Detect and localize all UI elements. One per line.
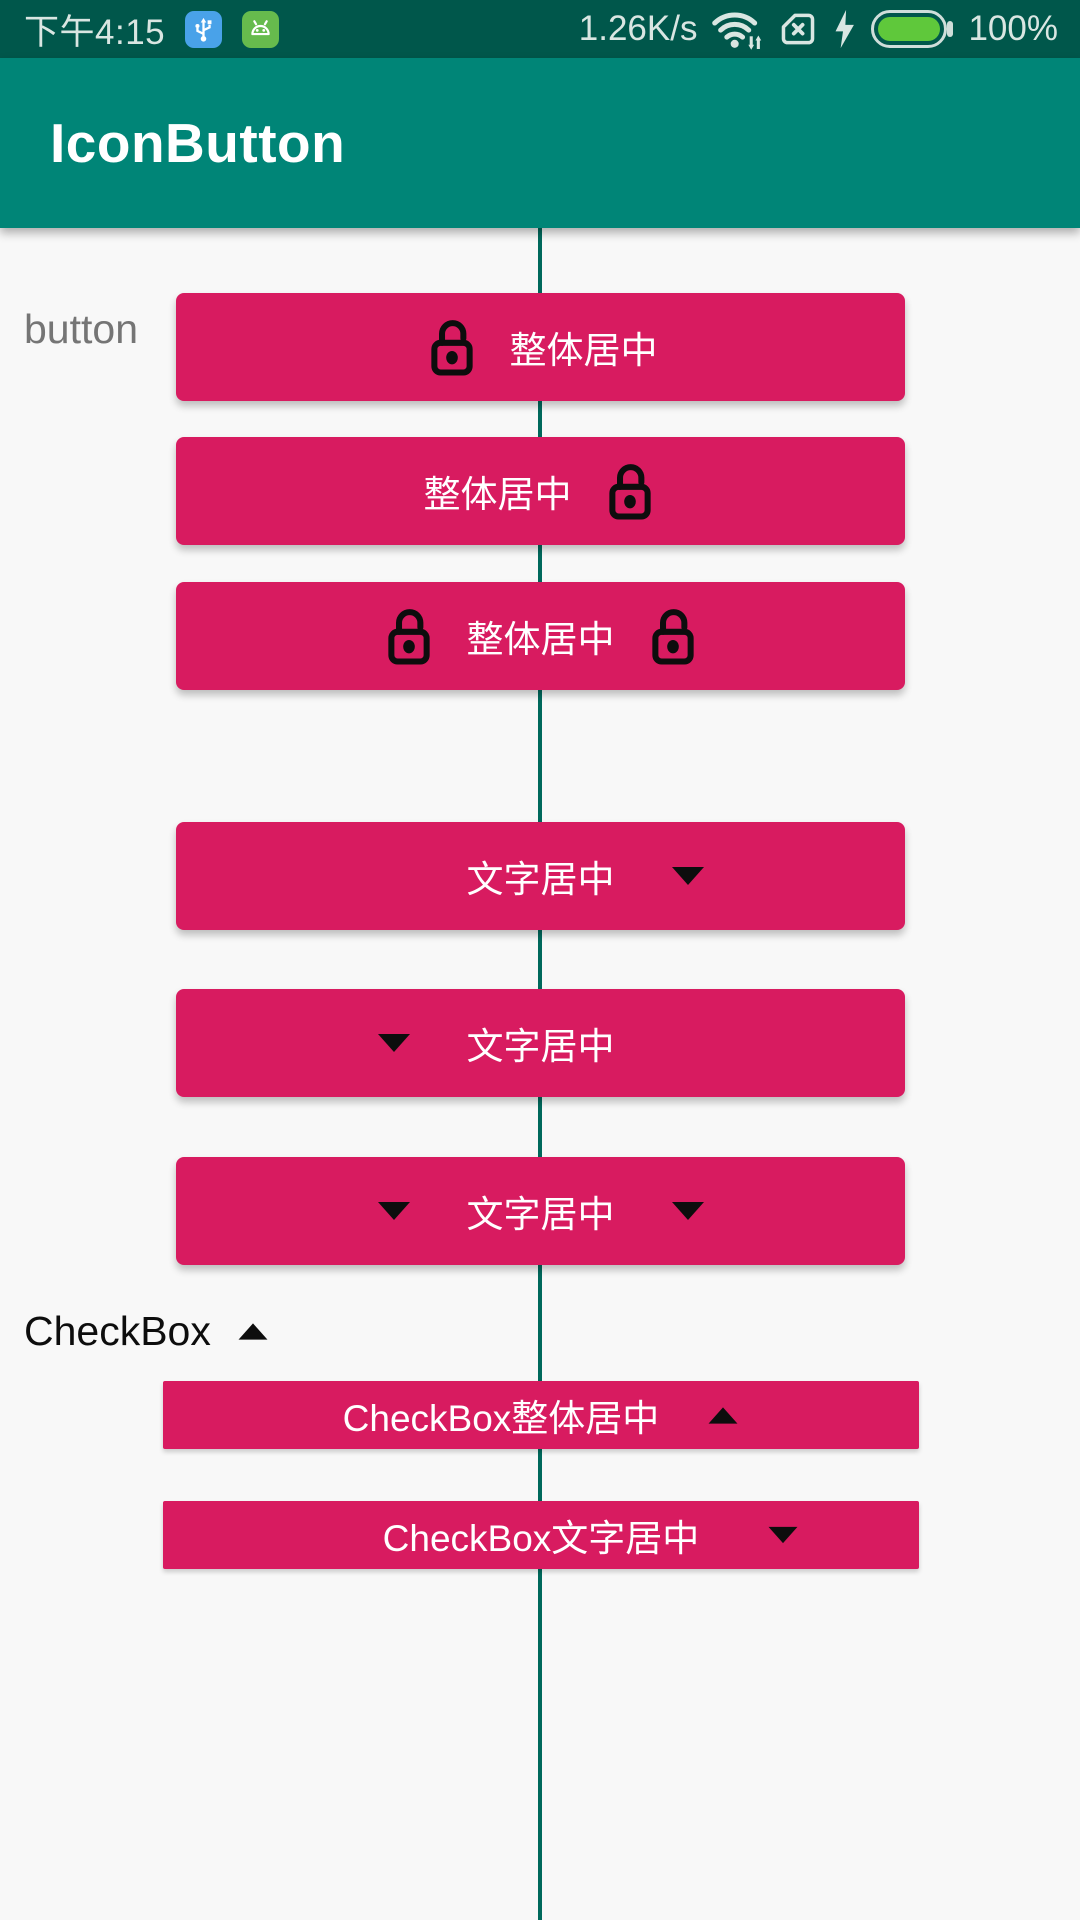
button-text-centered-icon-left[interactable]: 文字居中 [176,989,905,1097]
button-label: 整体居中 [509,330,658,371]
section-label-button: button [24,306,138,352]
status-bar: 下午4:15 [0,0,1080,58]
lock-open-icon [602,462,658,520]
checkbox-bar-whole-centered[interactable]: CheckBox整体居中 [163,1381,919,1449]
button-whole-centered-icon-right[interactable]: 整体居中 [176,437,905,545]
triangle-down-icon [671,866,705,887]
page-title: IconButton [50,112,346,174]
checkbox-bar-label: CheckBox整体居中 [342,1398,660,1439]
triangle-down-icon [377,1201,411,1222]
checkbox-label: CheckBox [24,1308,211,1354]
button-whole-centered-icon-both[interactable]: 整体居中 [176,582,905,690]
triangle-up-icon [237,1322,269,1341]
triangle-down-icon [671,1201,705,1222]
checkbox-bar-label: CheckBox文字居中 [382,1518,700,1559]
button-label: 整体居中 [423,474,572,515]
button-text-centered-icon-right[interactable]: 文字居中 [176,822,905,930]
button-label: 整体居中 [466,619,615,660]
lock-open-icon [424,318,480,376]
battery-percent: 100% [968,9,1058,48]
battery-fill [878,17,941,41]
checkbox-control[interactable]: CheckBox [24,1308,269,1355]
battery-icon [871,10,954,48]
triangle-down-icon [377,1033,411,1054]
lock-open-icon [381,607,437,665]
android-icon [242,10,280,48]
button-label: 文字居中 [466,1194,615,1235]
app-bar: IconButton [0,58,1080,228]
no-sim-icon [777,8,819,50]
button-label: 文字居中 [466,1026,615,1067]
usb-debug-icon [185,10,223,48]
charging-bolt-icon [834,9,856,49]
lock-open-icon [645,607,701,665]
triangle-down-icon [767,1526,799,1545]
wifi-icon [712,7,762,51]
network-speed: 1.26K/s [578,9,698,48]
battery-nub [947,21,954,37]
button-label: 文字居中 [466,859,615,900]
status-bar-right: 1.26K/s [579,7,1058,51]
button-text-centered-icon-both[interactable]: 文字居中 [176,1157,905,1265]
status-bar-left: 下午4:15 [24,4,280,55]
triangle-up-icon [707,1406,739,1425]
status-time: 下午4:15 [24,12,166,52]
checkbox-bar-text-centered[interactable]: CheckBox文字居中 [163,1501,919,1569]
button-whole-centered-icon-left[interactable]: 整体居中 [176,293,905,401]
